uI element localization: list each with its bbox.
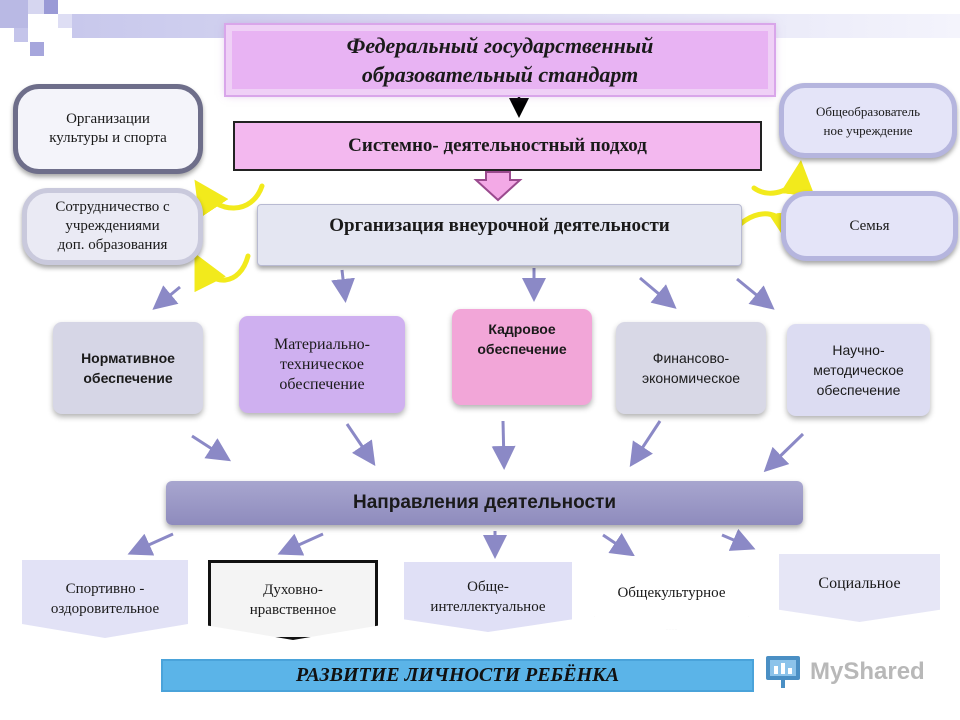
arrow-bar-social [721, 528, 756, 551]
partner-school-line2: ное учреждение [823, 122, 913, 138]
direction-cultural: Общекультурное [594, 556, 749, 630]
partner-culture-line1: Организации [66, 111, 150, 127]
direction-sport-line2: оздоровительное [50, 601, 160, 617]
myshared-logo: MyShared [762, 652, 932, 692]
support-normative-line1: Нормативное [81, 350, 175, 366]
standard-line1: Федеральный государственный [346, 33, 654, 58]
arrow-science-bar [763, 432, 805, 473]
presentation-icon [766, 656, 800, 688]
support-science-line2: методическое [813, 362, 904, 378]
decor-square [30, 42, 44, 56]
direction-cultural-label: Общекультурное [617, 585, 726, 601]
direction-intellect-line2: интеллектуальное [430, 599, 546, 615]
decor-square [14, 28, 28, 42]
arrow-org-science [736, 277, 775, 310]
support-material-line3: обеспечение [279, 375, 365, 393]
arrow-bar-sport [127, 532, 174, 556]
support-staff: Кадровое обеспечение [452, 309, 592, 405]
support-science: Научно- методическое обеспечение [787, 324, 930, 416]
directions-title: Направления деятельности [353, 492, 616, 513]
arrow-org-normative [152, 285, 181, 310]
arrow-org-material [331, 269, 355, 303]
support-finance: Финансово- экономическое [616, 322, 766, 414]
decor-square [0, 0, 28, 28]
partner-culture-pill: Организации культуры и спорта [13, 84, 203, 174]
support-normative-line2: обеспечение [83, 370, 173, 386]
decor-square [44, 0, 58, 14]
approach-box: Системно- деятельностный подход [233, 121, 762, 171]
organization-label: Организация внеурочной деятельности [329, 215, 670, 236]
standard-line2: образовательный стандарт [361, 62, 639, 87]
direction-spiritual-line2: нравственное [249, 602, 337, 618]
support-science-line3: обеспечение [816, 382, 901, 398]
partner-school-line1: Общеобразователь [816, 103, 920, 119]
direction-sport: Спортивно - оздоровительное [22, 560, 188, 638]
partner-coop-line3: доп. образования [57, 237, 168, 253]
support-material-line1: Материально- [274, 335, 370, 353]
arrow-normative-bar [191, 434, 232, 462]
support-finance-line2: экономическое [641, 370, 741, 386]
curve-arrow-culture [194, 179, 265, 219]
footer-label: РАЗВИТИЕ ЛИЧНОСТИ РЕБЁНКА [295, 664, 620, 686]
direction-intellect: Обще- интеллектуальное [404, 562, 572, 632]
curve-arrow-school [751, 160, 815, 197]
direction-spiritual-line1: Духовно- [263, 582, 323, 598]
standard-box: Федеральный государственный образователь… [224, 23, 776, 97]
arrow-staff-bar [491, 420, 516, 470]
support-staff-line1: Кадровое [488, 321, 556, 337]
decor-square [28, 0, 44, 14]
organization-box: Организация внеурочной деятельности [257, 204, 742, 266]
partner-school-pill: Общеобразователь ное учреждение [779, 83, 957, 158]
support-finance-line1: Финансово- [652, 350, 730, 366]
arrow-bar-spiritual [277, 532, 324, 556]
support-normative: Нормативное обеспечение [53, 322, 203, 414]
arrow-bar-cultural [602, 533, 635, 557]
support-material: Материально- техническое обеспечение [239, 316, 405, 413]
arrow-org-finance [639, 276, 677, 309]
direction-intellect-line1: Обще- [467, 579, 509, 595]
support-staff-line2: обеспечение [477, 341, 567, 357]
approach-label: Системно- деятельностный подход [348, 135, 647, 156]
arrow-material-bar [345, 423, 376, 466]
curve-arrow-coop [194, 253, 251, 293]
logo-text: MyShared [810, 658, 925, 685]
support-material-line2: техническое [280, 355, 364, 373]
direction-spiritual: Духовно- нравственное [208, 560, 378, 640]
direction-social-label: Социальное [818, 575, 901, 592]
partner-coop-line1: Сотрудничество с [55, 199, 170, 215]
partner-culture-line2: культуры и спорта [49, 130, 167, 146]
partner-coop-pill: Сотрудничество с учреждениями доп. образ… [22, 188, 203, 265]
direction-sport-line1: Спортивно - [65, 581, 145, 597]
arrow-finance-bar [629, 420, 662, 468]
footer-banner: РАЗВИТИЕ ЛИЧНОСТИ РЕБЁНКА [161, 659, 754, 692]
decor-square [58, 14, 72, 28]
support-science-line1: Научно- [832, 342, 885, 358]
partner-family-label: Семья [849, 217, 890, 234]
arrow-approach-organization [473, 171, 523, 202]
directions-bar: Направления деятельности [166, 481, 803, 525]
direction-social: Социальное [779, 554, 940, 622]
partner-coop-line2: учреждениями [65, 218, 160, 234]
partner-family-pill: Семья [781, 191, 958, 261]
